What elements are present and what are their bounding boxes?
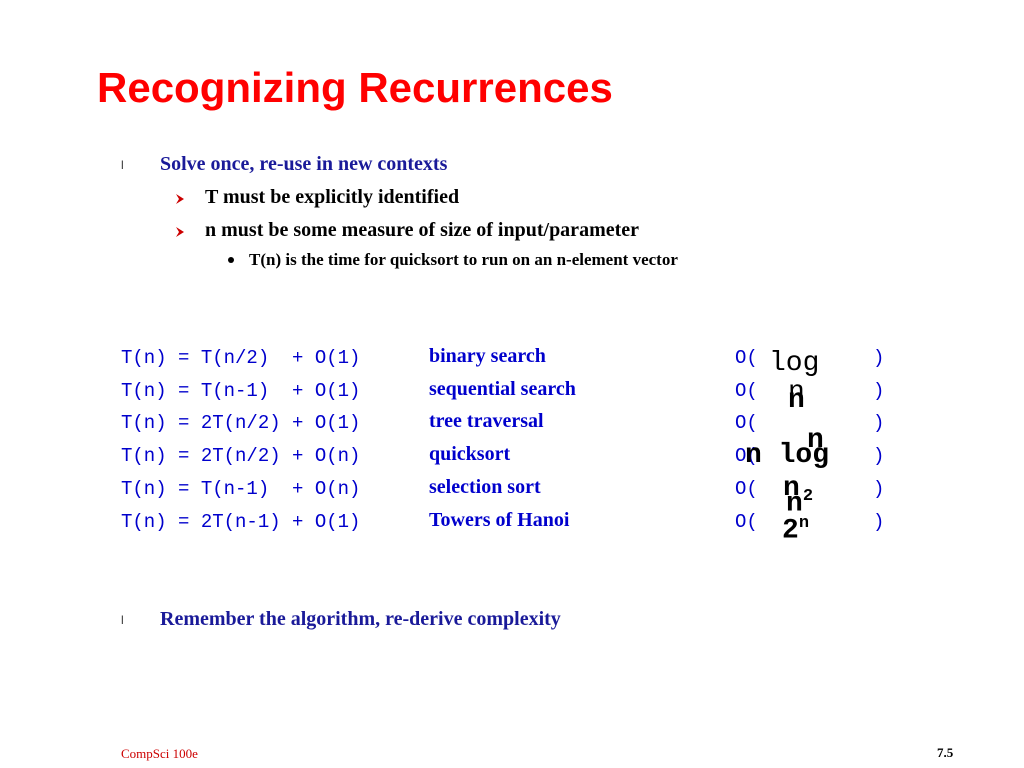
recurrence-row: T(n) = T(n-1) + O(n) selection sort O( ) [121, 476, 901, 504]
big-o-open: O( [735, 347, 758, 369]
answer-text: n [788, 377, 805, 408]
big-o-open: O( [735, 478, 758, 500]
answer-exponent: n [798, 514, 810, 533]
answer-text: n [786, 488, 803, 520]
big-o-close: ) [873, 511, 885, 533]
subsubbullet-quicksort-time: T(n) is the time for quicksort to run on… [249, 250, 678, 269]
answer-text: n [788, 385, 805, 416]
big-o-close: ) [873, 380, 885, 402]
answer-two-to-n: 2n [782, 509, 809, 546]
recurrence-equation: T(n) = 2T(n/2) + O(1) [121, 412, 361, 434]
algorithm-name: quicksort [429, 443, 511, 465]
answer-log-n-n: n [788, 378, 805, 408]
answer-text: n [783, 473, 800, 504]
recurrence-row: T(n) = T(n/2) + O(1) binary search O( ) [121, 345, 901, 373]
algorithm-name: tree traversal [429, 410, 544, 432]
slide-title: Recognizing Recurrences [97, 64, 613, 111]
answer-n-sequential: n [788, 386, 805, 416]
footer-slide-number: 7.5 [937, 745, 954, 760]
arrow-bullet-icon [176, 227, 184, 237]
answer-text: n log [745, 440, 830, 471]
bullet-marker: l [121, 158, 124, 172]
recurrence-row: T(n) = T(n-1) + O(1) sequential search O… [121, 378, 901, 406]
answer-n-traversal: n [807, 426, 824, 456]
bullet-solve-once: Solve once, re-use in new contexts [160, 153, 448, 175]
answer-n-squared: n2 [786, 482, 813, 519]
answer-exponent: 2 [802, 487, 814, 506]
big-o-close: ) [873, 445, 885, 467]
answer-n-log-n: n log [745, 441, 829, 471]
footer-course: CompSci 100e [121, 746, 198, 761]
subbullet-t-identified: T must be explicitly identified [205, 186, 460, 208]
answer-text: log [769, 348, 820, 379]
dot-bullet-icon [228, 257, 234, 263]
big-o-open: O( [735, 412, 758, 434]
recurrence-equation: T(n) = 2T(n-1) + O(1) [121, 511, 361, 533]
big-o-close: ) [873, 412, 885, 434]
answer-text: 2 [782, 515, 799, 547]
recurrence-row: T(n) = 2T(n/2) + O(1) tree traversal O( … [121, 410, 901, 438]
algorithm-name: selection sort [429, 476, 541, 498]
algorithm-name: Towers of Hanoi [429, 509, 570, 531]
recurrence-equation: T(n) = T(n/2) + O(1) [121, 347, 361, 369]
big-o-close: ) [873, 478, 885, 500]
recurrence-equation: T(n) = T(n-1) + O(1) [121, 380, 361, 402]
recurrence-row: T(n) = 2T(n/2) + O(n) quicksort O( ) [121, 443, 901, 471]
bullet-remember-algorithm: Remember the algorithm, re-derive comple… [160, 608, 561, 630]
answer-n-log-n-n: n [783, 474, 800, 504]
big-o-open: O( [735, 511, 758, 533]
recurrence-equation: T(n) = 2T(n/2) + O(n) [121, 445, 361, 467]
recurrence-equation: T(n) = T(n-1) + O(n) [121, 478, 361, 500]
recurrence-row: T(n) = 2T(n-1) + O(1) Towers of Hanoi O(… [121, 509, 901, 537]
algorithm-name: sequential search [429, 378, 576, 400]
subbullet-n-measure: n must be some measure of size of input/… [205, 219, 640, 241]
big-o-open: O( [735, 445, 758, 467]
algorithm-name: binary search [429, 345, 546, 367]
big-o-open: O( [735, 380, 758, 402]
answer-log-n: log [769, 349, 819, 379]
big-o-close: ) [873, 347, 885, 369]
bullet-marker: l [121, 613, 124, 627]
arrow-bullet-icon [176, 194, 184, 204]
answer-text: n [807, 425, 824, 456]
